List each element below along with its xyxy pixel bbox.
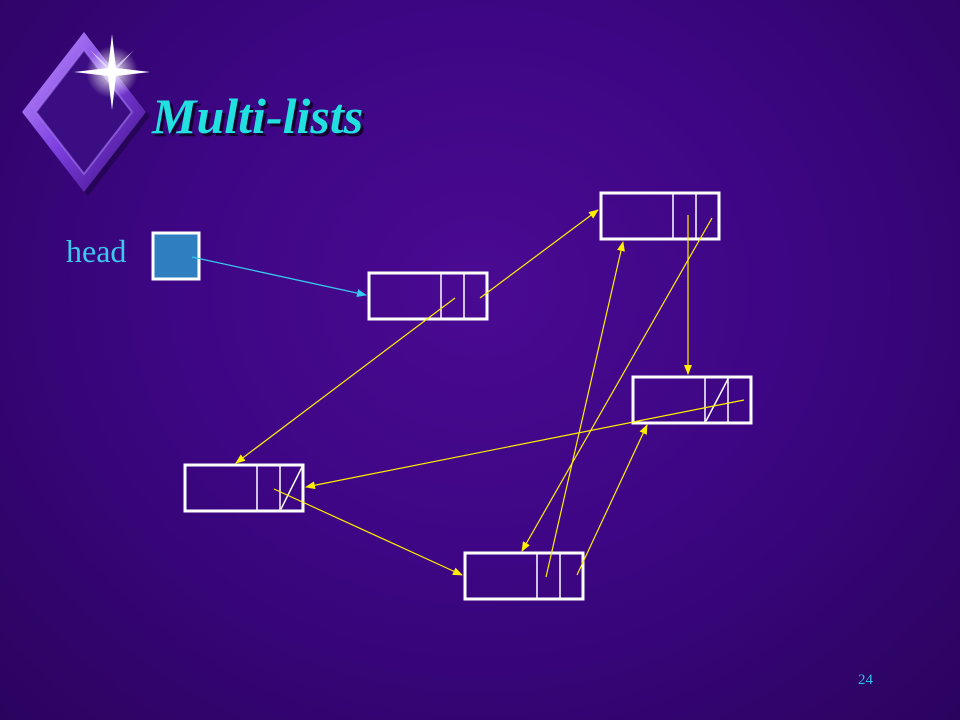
arrow-node-5-to-node-3 [576, 424, 648, 576]
arrow-node-5-to-node-2 [545, 241, 625, 578]
list-node-3 [631, 375, 753, 425]
arrow-head-to-node-1 [191, 256, 367, 297]
sparkle-icon [74, 34, 150, 110]
arrow-node-4-to-node-5 [273, 488, 463, 576]
page-number: 24 [858, 672, 873, 688]
arrow-node-3-to-node-4 [305, 399, 745, 490]
list-node-2 [599, 191, 721, 241]
head-label: head [66, 233, 127, 269]
arrow-node-1-to-node-2 [479, 209, 599, 299]
list-node-5 [463, 551, 585, 601]
slide-title: Multi-lists [152, 88, 364, 144]
list-node-4 [183, 463, 305, 513]
list-node-1 [367, 271, 489, 321]
arrow-node-1-to-node-4 [235, 297, 456, 464]
arrow-node-2-to-node-5 [521, 217, 713, 552]
head-pointer-box [151, 231, 201, 281]
